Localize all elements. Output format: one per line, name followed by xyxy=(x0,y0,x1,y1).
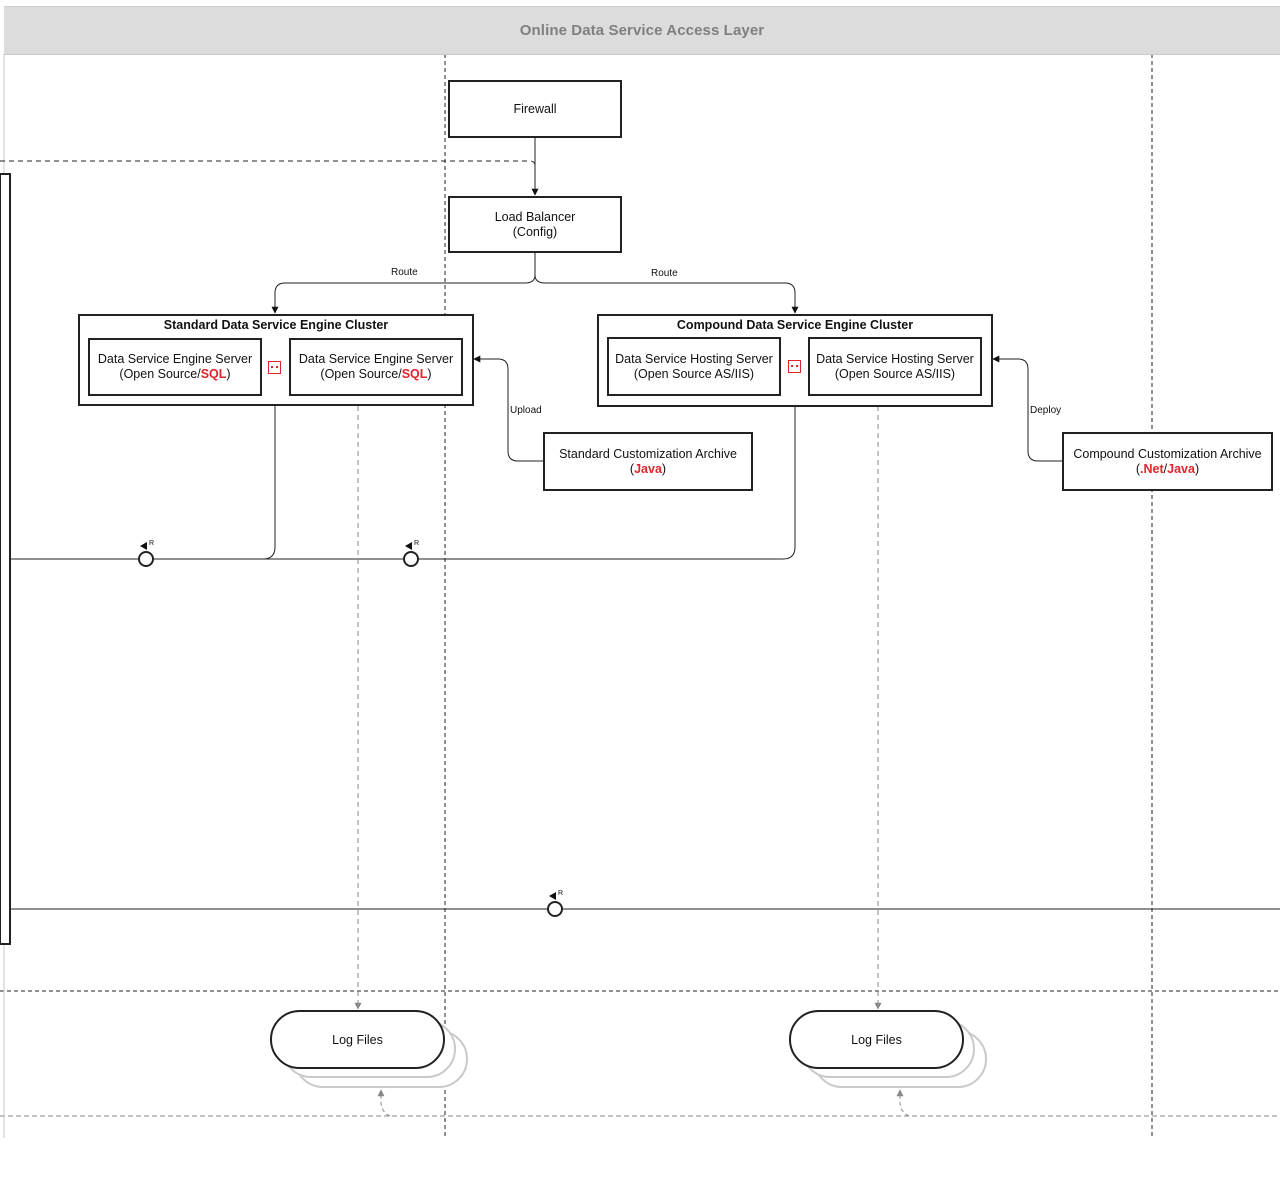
compound-cluster-title: Compound Data Service Engine Cluster xyxy=(676,318,914,332)
log-files-right[interactable]: Log Files xyxy=(789,1010,964,1069)
standard-server-1-tech: (Open Source/SQL) xyxy=(119,367,230,382)
load-balancer-node[interactable]: Load Balancer (Config) xyxy=(448,196,622,253)
receiver-flag-1 xyxy=(140,542,147,550)
standard-archive-tech: (Java) xyxy=(630,462,666,477)
tech-prefix: (Open Source/ xyxy=(119,367,201,381)
compound-archive-tech: (.Net/Java) xyxy=(1136,462,1199,477)
archive-highlight-net: .Net xyxy=(1140,461,1164,476)
compound-server-2-tech: (Open Source AS/IIS) xyxy=(834,366,956,381)
receiver-label-2: R xyxy=(414,540,420,547)
firewall-label: Firewall xyxy=(513,101,557,116)
tech-prefix: (Open Source/ xyxy=(320,367,402,381)
compound-archive-title: Compound Customization Archive xyxy=(1073,446,1262,461)
route-label-left: Route xyxy=(391,267,418,278)
compound-server-1-tech: (Open Source AS/IIS) xyxy=(633,366,755,381)
ellipsis-icon-compound xyxy=(788,360,801,373)
edge-footer-to-log-left xyxy=(377,1089,391,1117)
receiver-label-3: R xyxy=(558,890,564,897)
standard-server-2-tech: (Open Source/SQL) xyxy=(320,367,431,382)
archive-prefix: ( xyxy=(1135,461,1141,476)
upload-label: Upload xyxy=(510,405,542,416)
archive-prefix: ( xyxy=(629,461,635,476)
standard-archive-node[interactable]: Standard Customization Archive (Java) xyxy=(543,432,753,491)
receiver-label-1: R xyxy=(149,540,155,547)
edge-external-to-loadbalancer xyxy=(0,160,536,180)
archive-highlight: Java xyxy=(634,461,662,476)
edge-route-standard xyxy=(271,253,536,314)
edge-compound-to-bus xyxy=(10,407,796,560)
archive-mid: / xyxy=(1163,461,1168,476)
log-files-left-label: Log Files xyxy=(332,1032,383,1047)
log-files-left[interactable]: Log Files xyxy=(270,1010,445,1069)
edge-footer-to-log-right xyxy=(896,1089,910,1117)
edge-standard-to-bus xyxy=(10,405,276,560)
edge-deploy xyxy=(992,355,1063,462)
receiver-node-3 xyxy=(547,901,563,917)
load-balancer-label: Load Balancer xyxy=(494,209,576,224)
standard-cluster-title: Standard Data Service Engine Cluster xyxy=(163,318,389,332)
compound-server-2-title: Data Service Hosting Server xyxy=(816,351,974,366)
tech-suffix: ) xyxy=(427,367,432,381)
edge-upload xyxy=(473,355,543,462)
standard-server-2-title: Data Service Engine Server xyxy=(298,352,454,366)
standard-server-2[interactable]: Data Service Engine Server (Open Source/… xyxy=(289,338,463,396)
edge-route-compound xyxy=(534,253,799,314)
receiver-node-1 xyxy=(138,551,154,567)
compound-server-2[interactable]: Data Service Hosting Server (Open Source… xyxy=(808,337,982,396)
diagram-title: Online Data Service Access Layer xyxy=(519,22,765,39)
tech-highlight: SQL xyxy=(401,367,428,381)
archive-suffix: ) xyxy=(661,461,667,476)
deploy-label: Deploy xyxy=(1030,405,1062,416)
load-balancer-config: (Config) xyxy=(512,224,558,239)
swimlane-header: Online Data Service Access Layer xyxy=(4,6,1280,55)
left-bus-bar xyxy=(0,173,11,945)
standard-server-1[interactable]: Data Service Engine Server (Open Source/… xyxy=(88,338,262,396)
receiver-node-2 xyxy=(403,551,419,567)
receiver-flag-2 xyxy=(405,542,412,550)
route-label-right: Route xyxy=(651,268,678,279)
standard-server-1-title: Data Service Engine Server xyxy=(97,352,253,366)
firewall-node[interactable]: Firewall xyxy=(448,80,622,138)
archive-suffix: ) xyxy=(1194,461,1200,476)
archive-highlight-java: Java xyxy=(1167,461,1195,476)
log-files-right-label: Log Files xyxy=(851,1032,902,1047)
tech-suffix: ) xyxy=(226,367,231,381)
receiver-flag-3 xyxy=(549,892,556,900)
compound-server-1[interactable]: Data Service Hosting Server (Open Source… xyxy=(607,337,781,396)
ellipsis-icon-standard xyxy=(268,361,281,374)
standard-archive-title: Standard Customization Archive xyxy=(559,446,737,461)
compound-server-1-title: Data Service Hosting Server xyxy=(615,351,773,366)
compound-archive-node[interactable]: Compound Customization Archive (.Net/Jav… xyxy=(1062,432,1273,491)
tech-highlight: SQL xyxy=(200,367,227,381)
